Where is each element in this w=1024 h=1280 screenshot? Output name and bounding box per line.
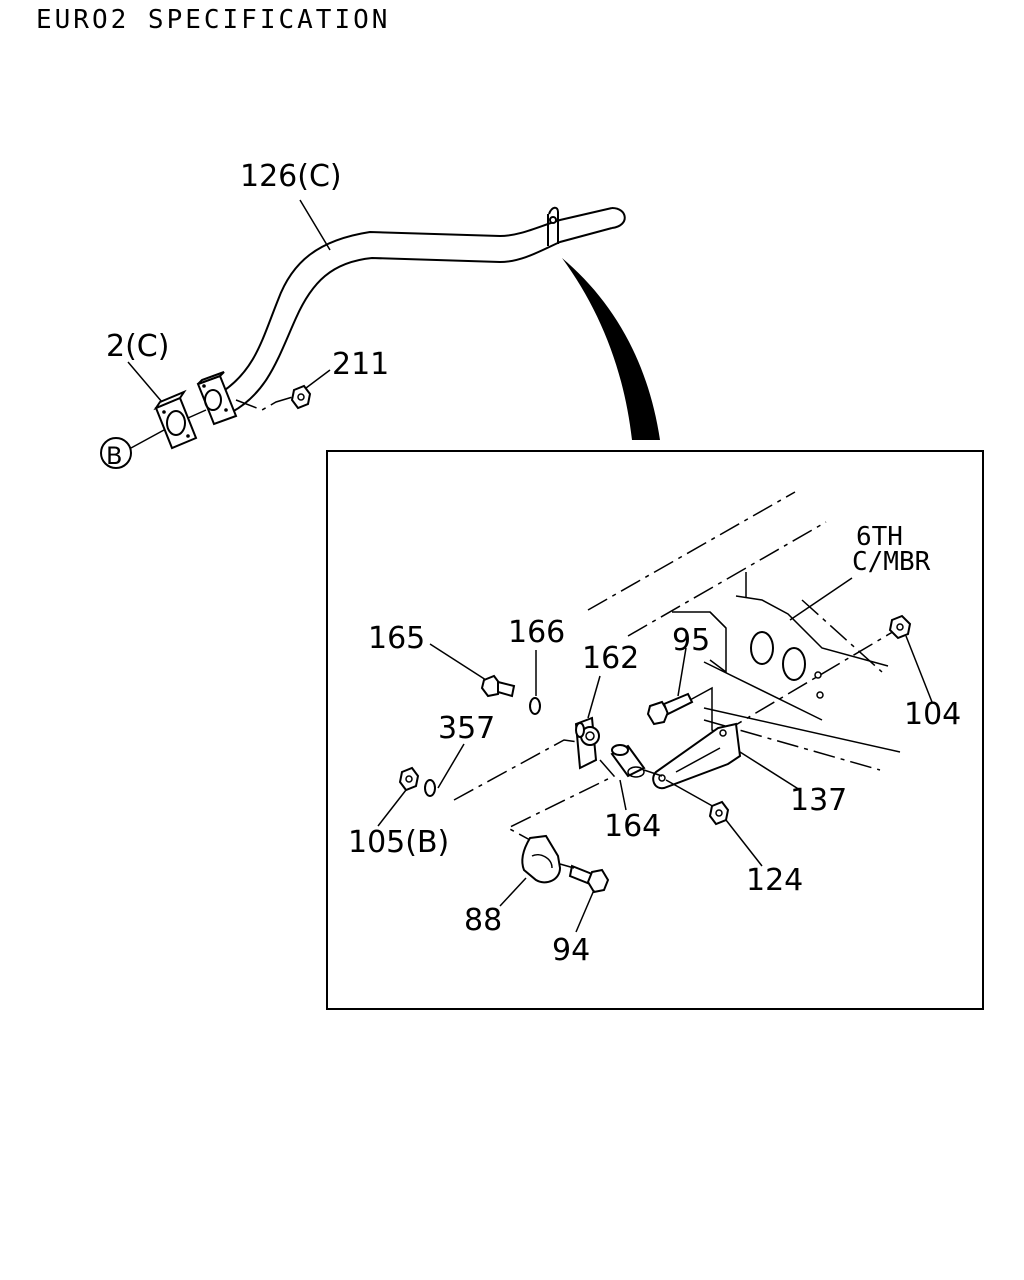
svg-text:B: B	[106, 442, 122, 470]
callout-nut-124: 124	[746, 863, 803, 898]
callout-exhaust-pipe: 126(C)	[240, 159, 342, 194]
callout-washer-166: 166	[508, 615, 565, 650]
callout-nut-104: 104	[904, 697, 961, 732]
callout-nut-105b: 105(B)	[348, 825, 449, 860]
crossmember	[587, 491, 901, 771]
detail-pointer	[562, 258, 660, 440]
callout-nut-211: 211	[332, 347, 389, 382]
frame-note-line2: C/MBR	[852, 547, 931, 577]
washer-357	[424, 779, 436, 797]
stay-137	[652, 722, 742, 790]
callout-clip-88: 88	[464, 903, 502, 938]
nut-105b	[398, 766, 420, 792]
clip-88	[521, 834, 562, 884]
detail-view-frame	[326, 450, 984, 1010]
callout-gasket: 2(C)	[106, 329, 169, 364]
frame-note-line1: 6TH	[856, 522, 903, 552]
nut-104	[888, 614, 912, 640]
bolt-94	[568, 864, 610, 894]
callout-bolt-165: 165	[368, 621, 425, 656]
exhaust-pipe	[221, 206, 626, 413]
nut-211	[290, 384, 312, 410]
callout-bracket-162: 162	[582, 641, 639, 676]
bolt-95	[646, 692, 694, 726]
callout-stay-137: 137	[790, 783, 847, 818]
washer-166	[529, 697, 541, 715]
collar-164	[610, 744, 646, 778]
pipe-flange	[196, 371, 238, 426]
gasket	[153, 389, 198, 450]
callout-bolt-94: 94	[552, 933, 590, 968]
diagram-title: EURO2 SPECIFICATION	[36, 5, 390, 35]
callout-bolt-95: 95	[672, 623, 710, 658]
bracket-162	[574, 716, 600, 770]
reference-b-marker: B	[100, 437, 132, 470]
bolt-165	[480, 674, 516, 698]
nut-124	[708, 800, 730, 826]
callout-collar-164: 164	[604, 809, 661, 844]
callout-washer-357: 357	[438, 711, 495, 746]
